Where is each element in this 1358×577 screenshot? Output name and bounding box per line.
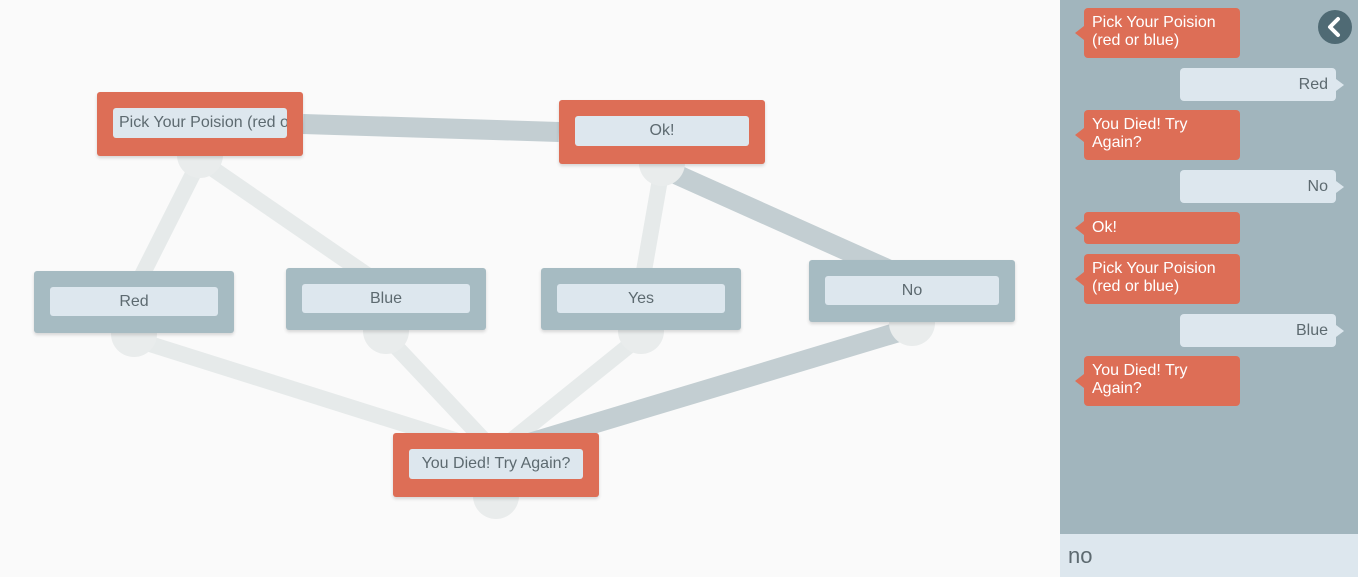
node-text-field[interactable]: Pick Your Poision (red or blue) [113,108,287,138]
node-ok[interactable]: Ok! [559,100,765,164]
chat-bot-message: Pick Your Poision (red or blue) [1075,254,1240,304]
chat-user-message: Red [1180,68,1344,101]
chevron-left-icon [1328,17,1340,37]
edge-pick-red [126,156,208,295]
node-text-field[interactable]: No [825,276,999,305]
node-text-field[interactable]: Ok! [575,116,749,146]
chat-user-message: Blue [1180,314,1344,347]
edge-pick-blue [195,153,391,295]
edge-pick-ok [302,114,560,142]
edge-no-died [493,318,915,463]
node-yes[interactable]: Yes [541,268,741,330]
node-blue[interactable]: Blue [286,268,486,330]
node-text-field[interactable]: Yes [557,284,725,313]
chat-bot-message: You Died! Try Again? [1075,356,1240,406]
node-text-field[interactable]: Blue [302,284,470,313]
flow-canvas[interactable]: Pick Your Poision (red or blue) Ok! Red Blu… [0,0,1060,577]
chat-bot-message: Pick Your Poision (red or blue) [1075,8,1240,58]
node-red[interactable]: Red [34,271,234,333]
chat-user-message: No [1180,170,1344,203]
chat-bot-message: You Died! Try Again? [1075,110,1240,160]
node-no[interactable]: No [809,260,1015,322]
node-text-field[interactable]: Red [50,287,218,316]
node-text-field[interactable]: You Died! Try Again? [409,449,583,479]
chat-bot-message: Ok! [1075,212,1240,244]
back-button[interactable] [1318,10,1352,44]
chat-input[interactable]: no [1060,534,1358,577]
node-died[interactable]: You Died! Try Again? [393,433,599,497]
flow-edges [126,114,917,463]
node-pick[interactable]: Pick Your Poision (red or blue) [97,92,303,156]
